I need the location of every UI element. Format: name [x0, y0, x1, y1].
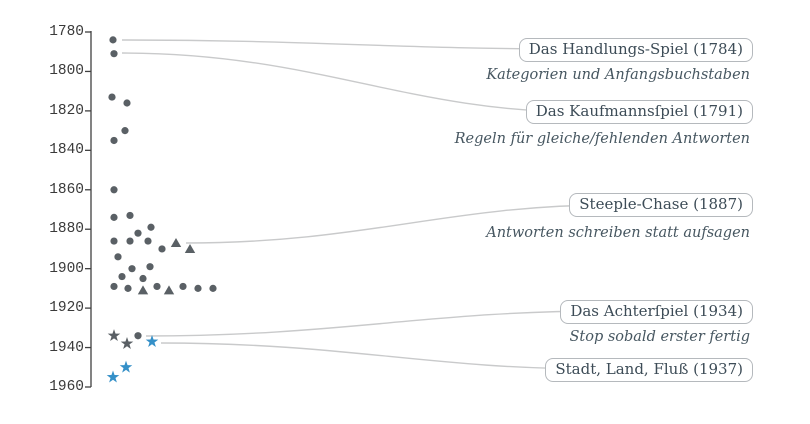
- data-point-circle: [110, 50, 118, 58]
- y-axis-tick-label: 1920: [49, 300, 84, 317]
- y-axis-tick-label: 1860: [49, 181, 84, 198]
- y-axis-tick-label: 1820: [49, 102, 84, 119]
- data-point-triangle: [170, 238, 182, 248]
- data-point-circle: [110, 213, 118, 221]
- data-point-circle: [158, 245, 166, 253]
- callout-box: Stadt, Land, Fluß (1937): [545, 358, 753, 382]
- data-point-circle: [153, 282, 161, 291]
- data-point-circle: [147, 223, 155, 231]
- data-point-circle: [126, 237, 134, 245]
- data-point-circle: [146, 263, 154, 271]
- callout-box: Steeple-Chase (1887): [569, 193, 753, 217]
- data-point-circle: [110, 282, 118, 291]
- data-point-circle: [134, 229, 142, 237]
- data-point-circle: [118, 272, 126, 281]
- callout-leader-line: [121, 52, 582, 113]
- callout-box: Das Achterſpiel (1934): [560, 300, 753, 324]
- data-point-star: [119, 360, 133, 373]
- data-point-circle: [110, 186, 118, 194]
- data-point-circle: [179, 282, 187, 291]
- y-axis-tick-label: 1900: [49, 260, 84, 277]
- callout-leader-line: [121, 39, 572, 50]
- data-point-triangle: [137, 285, 149, 295]
- data-point-circle: [194, 284, 202, 292]
- callout-leader-line: [185, 204, 611, 244]
- y-axis-tick-label: 1880: [49, 221, 84, 238]
- data-point-circle: [121, 127, 129, 135]
- data-point-star: [107, 329, 121, 342]
- data-point-circle: [144, 237, 152, 245]
- data-point-circle: [108, 93, 116, 101]
- data-point-circle: [139, 274, 147, 283]
- data-point-circle: [128, 265, 136, 273]
- data-point-circle: [110, 136, 118, 145]
- callout-note: Antworten schreiben statt aufsagen: [486, 225, 750, 241]
- callout-box: Das Handlungs-Spiel (1784): [518, 38, 753, 62]
- y-axis-tick-label: 1840: [49, 142, 84, 159]
- callout-note: Regeln für gleiche/fehlenden Antworten: [454, 131, 750, 147]
- data-point-star: [106, 370, 120, 383]
- data-point-star: [145, 335, 159, 347]
- data-point-circle: [109, 36, 117, 44]
- callout-leader-line: [160, 342, 597, 370]
- y-axis-tick-label: 1800: [49, 63, 84, 80]
- callout-box: Das Kaufmannsſpiel (1791): [525, 100, 753, 124]
- data-point-circle: [110, 237, 118, 245]
- data-point-circle: [124, 284, 132, 292]
- data-point-triangle: [184, 243, 196, 253]
- data-point-circle: [209, 284, 217, 292]
- data-point-star: [120, 337, 134, 349]
- data-point-circle: [126, 211, 134, 220]
- y-axis-tick-label: 1940: [49, 339, 84, 356]
- data-point-circle: [134, 332, 142, 340]
- data-point-circle: [123, 99, 131, 107]
- data-point-triangle: [163, 285, 175, 295]
- y-axis-tick-label: 1960: [49, 379, 84, 395]
- y-axis-tick-label: 1780: [49, 24, 84, 40]
- data-point-circle: [114, 253, 122, 261]
- callout-note: Stop sobald erster fertig: [569, 329, 750, 345]
- callout-leader-line: [145, 310, 605, 337]
- callout-note: Kategorien und Anfangsbuchstaben: [486, 67, 750, 83]
